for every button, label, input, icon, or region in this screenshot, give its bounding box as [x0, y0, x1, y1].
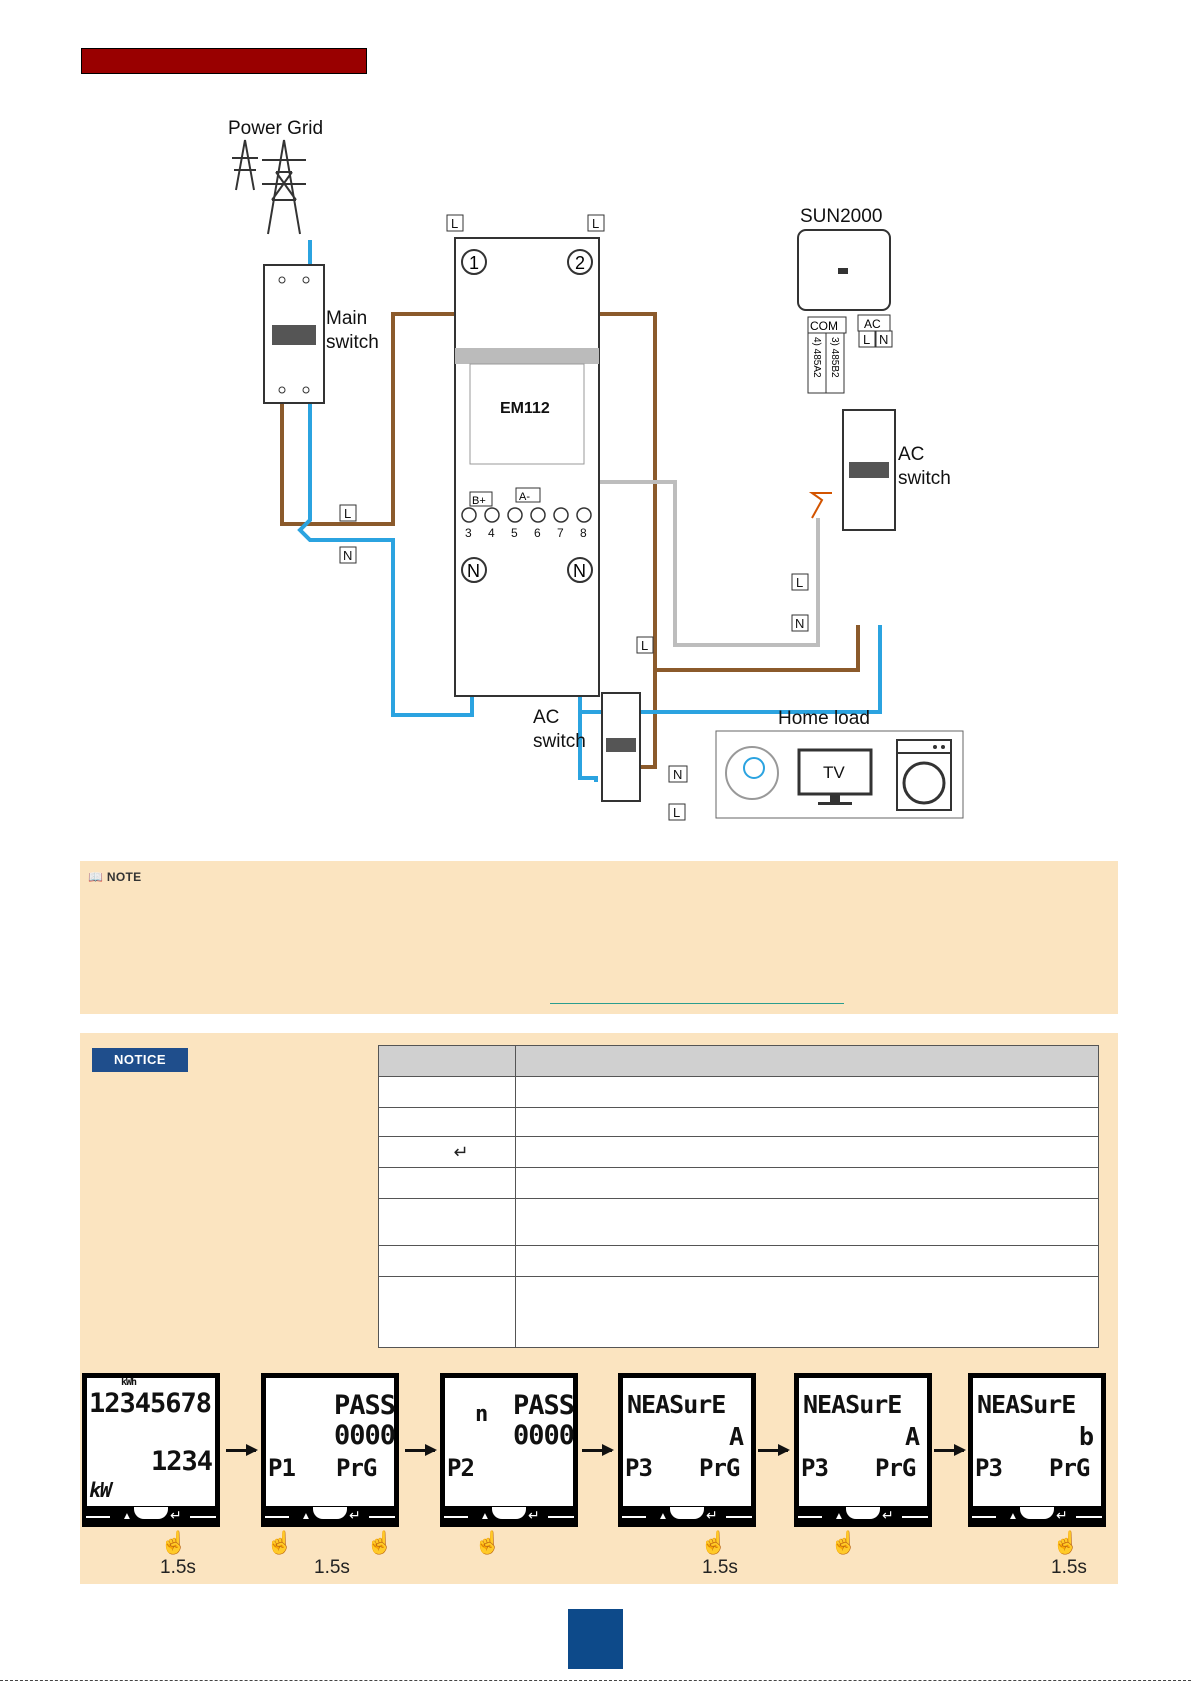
terminal-num-3: 3	[465, 526, 472, 540]
sun2000-label: SUN2000	[800, 206, 882, 227]
wire-neutral-inverter	[578, 625, 882, 714]
tag-n-4: N	[673, 767, 682, 782]
tag-l-7: L	[863, 332, 870, 347]
wiring-diagram: Power Grid Main switch L N L L L N N L N…	[228, 118, 964, 821]
wire-neutral-grid	[297, 240, 474, 717]
terminal-2	[567, 249, 593, 275]
book-icon: 📖	[88, 870, 104, 884]
footer-divider	[0, 1680, 1191, 1681]
note-link-underline	[550, 1003, 844, 1004]
lcd-screen-4: NEASurE A P3 PrG ▲↵	[618, 1373, 756, 1527]
hand-press-icon: ☝	[830, 1530, 858, 1555]
terminal-num-8: 8	[580, 526, 587, 540]
enter-key-icon: ↵	[378, 1136, 516, 1168]
lcd-screen-5: NEASurE A P3 PrG ▲↵	[794, 1373, 932, 1527]
terminal-1	[461, 249, 487, 275]
tv-icon	[797, 748, 873, 796]
tag-n-1: N	[343, 548, 352, 563]
em112-label: EM112	[500, 400, 550, 417]
hand-press-icon: ☝	[160, 1530, 188, 1555]
terminal-num-7: 7	[557, 526, 564, 540]
terminal-n-1	[461, 557, 487, 583]
power-tower-icon	[232, 139, 306, 235]
main-switch-label-1: Main	[326, 308, 367, 329]
hand-press-icon: ☝	[1052, 1530, 1080, 1555]
section-header-bar	[81, 48, 367, 74]
lcd-screen-2: PASS 0000 P1 PrG ▲↵	[261, 1373, 399, 1527]
hand-press-icon: ☝	[266, 1530, 294, 1555]
lcd-screen-6: NEASurE b P3 PrG ▲↵	[968, 1373, 1106, 1527]
svg-text:1: 1	[469, 253, 479, 273]
power-grid-label: Power Grid	[228, 118, 323, 139]
note-panel	[80, 861, 1118, 1014]
page-number-box	[568, 1609, 623, 1669]
terminal-num-6: 6	[534, 526, 541, 540]
pin-485a2: 4) 485A2	[811, 337, 822, 378]
tag-l-6: L	[673, 805, 680, 820]
com-label: COM	[810, 319, 838, 333]
lcd-screen-3: n PASS 0000 P2 ▲↵	[440, 1373, 578, 1527]
terminal-n-2	[567, 557, 593, 583]
tag-l-1: L	[344, 506, 351, 521]
duration-label: 1.5s	[314, 1557, 350, 1578]
key-function-table: ↵	[378, 1045, 1099, 1348]
svg-text:N: N	[467, 561, 480, 581]
ac-switch-label-2: switch	[898, 468, 951, 489]
pin-485b2: 3) 485B2	[829, 337, 840, 378]
tv-label: TV	[823, 763, 845, 782]
duration-label: 1.5s	[160, 1557, 196, 1578]
tag-n-5: N	[879, 332, 888, 347]
home-load-label: Home load	[778, 708, 870, 729]
terminal-num-4: 4	[488, 526, 495, 540]
ac-switch-label-1: AC	[898, 444, 924, 465]
tag-l-3: L	[592, 216, 599, 231]
b-plus-label: B+	[472, 495, 486, 507]
hand-press-icon: ☝	[366, 1530, 394, 1555]
main-switch-label-2: switch	[326, 332, 379, 353]
em112-meter	[454, 237, 600, 697]
duration-label: 1.5s	[1051, 1557, 1087, 1578]
tag-l-4: L	[796, 575, 803, 590]
ac-port-label: AC	[864, 317, 881, 331]
lcd-screen-1: kWh 12345678 1234 kW ▲↵	[82, 1373, 220, 1527]
hand-press-icon: ☝	[474, 1530, 502, 1555]
tag-l-5: L	[641, 638, 648, 653]
light-bulb-icon	[725, 746, 779, 800]
tag-l-2: L	[451, 216, 458, 231]
ac-switch-load-label-2: switch	[533, 731, 586, 752]
terminal-num-5: 5	[511, 526, 518, 540]
note-heading: 📖 NOTE	[88, 870, 142, 884]
duration-label: 1.5s	[702, 1557, 738, 1578]
notice-badge: NOTICE	[92, 1048, 188, 1072]
svg-text:2: 2	[575, 253, 585, 273]
hand-press-icon: ☝	[700, 1530, 728, 1555]
tag-n-2: N	[795, 616, 804, 631]
a-minus-label: A-	[519, 491, 530, 503]
svg-text:N: N	[573, 561, 586, 581]
ac-switch-load-label-1: AC	[533, 707, 559, 728]
wire-neutral-load	[578, 712, 598, 782]
